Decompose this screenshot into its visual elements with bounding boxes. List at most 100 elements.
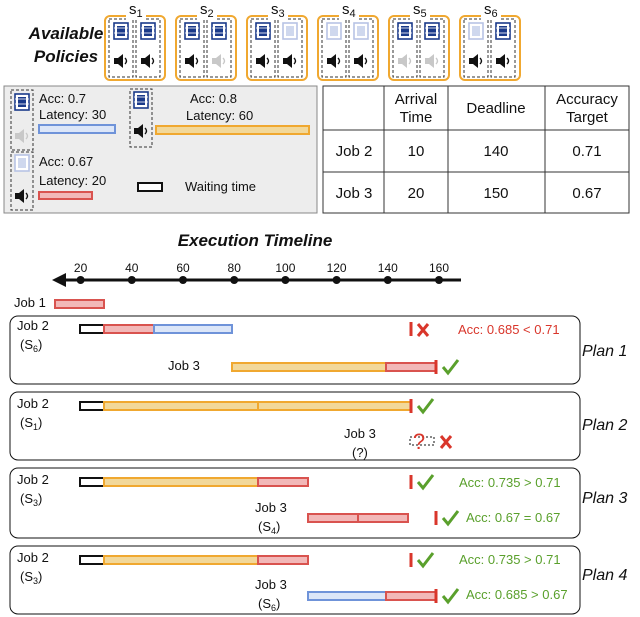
timeline-tick-dot xyxy=(435,276,443,284)
legend-model2-latency: Latency: 60 xyxy=(186,108,253,123)
table-header-deadline: Deadline xyxy=(466,100,525,117)
plan3-job2-check-icon xyxy=(416,474,435,491)
policy-s6: s6 xyxy=(459,1,521,81)
policy-s1: s1 xyxy=(104,1,166,81)
policy-list: s1 s2 s3 s4 s5 s6 xyxy=(104,1,521,81)
legend-waiting-bar xyxy=(137,182,163,192)
timeline-tick-dot xyxy=(127,276,136,284)
table-row2-arrival: 20 xyxy=(408,185,425,202)
plan1-job2-cross-icon xyxy=(416,323,430,337)
timeline-tick-label: 160 xyxy=(429,261,449,275)
plan3-job2-label: Job 2 xyxy=(17,472,49,487)
legend-model1-acc: Acc: 0.7 xyxy=(39,91,86,106)
policies-title-line1: Available xyxy=(28,24,104,43)
plan2-job2-label: Job 2 xyxy=(17,396,49,411)
legend-waiting-label: Waiting time xyxy=(185,179,256,194)
plan1-job3-red-bar xyxy=(385,362,437,372)
plan-4: Job 2 (S3) Acc: 0.735 > 0.71 Plan 4 Job … xyxy=(9,545,627,615)
plan2-job2-wait-bar xyxy=(79,401,105,411)
legend-model1-frame xyxy=(10,89,34,151)
plan-1: Job 2 (S6) Acc: 0.685 < 0.71 Plan 1 Job … xyxy=(9,315,627,385)
table-row2-target: 0.67 xyxy=(572,185,601,202)
plan4-job2-wait-bar xyxy=(79,555,105,565)
video-icon xyxy=(282,22,298,40)
plan4-job2-yellow-bar xyxy=(103,555,259,565)
table-row2-job: Job 3 xyxy=(336,185,373,202)
table-header-accuracy: Accuracy xyxy=(556,91,618,108)
plan3-name: Plan 3 xyxy=(582,490,627,507)
timeline-tick-dot xyxy=(76,276,85,284)
plan3-note-job3: Acc: 0.67 = 0.67 xyxy=(466,510,560,525)
plan1-job2-policy: (S6) xyxy=(20,337,42,354)
video-icon xyxy=(397,22,413,40)
plan2-job2-yellow-bar-2 xyxy=(257,401,412,411)
plan2-job2-yellow-bar-1 xyxy=(103,401,259,411)
legend-model1-latency: Latency: 30 xyxy=(39,107,106,122)
table-row2-deadline: 150 xyxy=(483,185,508,202)
plan3-job2-red-bar xyxy=(257,477,309,487)
plan3-job3-policy: (S4) xyxy=(258,519,280,536)
plan4-note-job2: Acc: 0.735 > 0.71 xyxy=(459,552,561,567)
plan1-job3-yellow-bar xyxy=(231,362,387,372)
table-header-time: Time xyxy=(400,109,433,126)
timeline-tick-label: 80 xyxy=(228,261,242,275)
plan2-question-mark: ? xyxy=(413,429,425,454)
plan4-note-job3: Acc: 0.685 > 0.67 xyxy=(466,587,568,602)
policy-s3: s3 xyxy=(246,1,308,81)
timeline-tick-dot xyxy=(179,276,187,284)
plan1-note: Acc: 0.685 < 0.71 xyxy=(458,322,560,337)
timeline-tick-label: 140 xyxy=(378,261,398,275)
video-icon xyxy=(353,22,369,40)
job-table: Arrival Time Deadline Accuracy Target Jo… xyxy=(322,85,630,214)
policy-label: s5 xyxy=(413,1,427,20)
legend-model3-video-icon xyxy=(14,154,30,172)
policy-label: s4 xyxy=(342,1,356,20)
plan3-job2-wait-bar xyxy=(79,477,105,487)
plan1-name: Plan 1 xyxy=(582,343,627,360)
plan3-job2-policy: (S3) xyxy=(20,491,42,508)
video-icon xyxy=(495,22,511,40)
video-icon xyxy=(113,22,129,40)
job1-label: Job 1 xyxy=(14,295,46,310)
legend-model2-acc: Acc: 0.8 xyxy=(190,91,237,106)
plan4-job3-red-bar xyxy=(385,591,437,601)
timeline-tick-dot xyxy=(230,276,239,284)
plan1-job2-blue-bar xyxy=(153,324,233,334)
timeline-arrow-icon xyxy=(52,273,66,287)
plan-3: Job 2 (S3) Acc: 0.735 > 0.71 Plan 3 Job … xyxy=(9,467,627,539)
policies-title-line2: Policies xyxy=(34,47,98,66)
timeline-tick-label: 100 xyxy=(275,261,295,275)
plan4-name: Plan 4 xyxy=(582,567,627,584)
video-icon xyxy=(184,22,200,40)
legend-model2-bar xyxy=(155,125,310,135)
plan4-job3-policy: (S6) xyxy=(258,596,280,613)
plan4-job2-policy: (S3) xyxy=(20,569,42,586)
plan2-job3-cross-icon xyxy=(439,435,453,449)
plan3-job3-red-bar-2 xyxy=(357,513,409,523)
video-icon xyxy=(424,22,440,40)
plan1-job3-check-icon xyxy=(441,359,460,376)
plan4-job2-check-icon xyxy=(416,552,435,569)
plan1-job3-label: Job 3 xyxy=(168,358,200,373)
plan4-job3-check-icon xyxy=(441,588,460,605)
legend-model1-video-icon xyxy=(14,93,30,111)
table-row1-arrival: 10 xyxy=(408,143,425,160)
video-icon xyxy=(326,22,342,40)
table-row1-target: 0.71 xyxy=(572,143,601,160)
video-icon xyxy=(255,22,271,40)
plan2-job3-policy: (?) xyxy=(352,445,368,460)
plan1-job2-wait-bar xyxy=(79,324,105,334)
video-icon xyxy=(211,22,227,40)
plan3-job3-check-icon xyxy=(441,510,460,527)
legend-model1-bar xyxy=(38,124,116,134)
legend-model2-frame xyxy=(129,88,153,148)
timeline-tick-dot xyxy=(383,276,392,284)
table-header-target: Target xyxy=(566,109,609,126)
plan4-job3-label: Job 3 xyxy=(255,577,287,592)
policy-label: s2 xyxy=(200,1,214,20)
video-icon xyxy=(468,22,484,40)
policy-s4: s4 xyxy=(317,1,379,81)
